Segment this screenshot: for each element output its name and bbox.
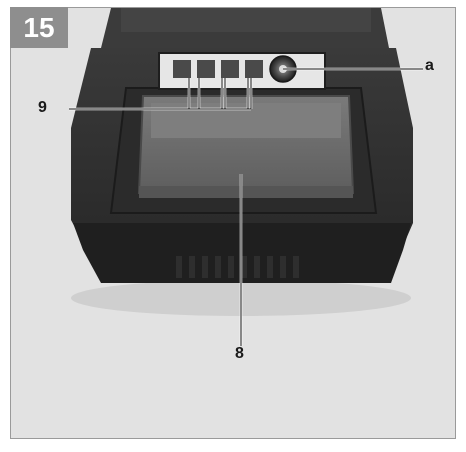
release-button-top-face	[151, 103, 341, 138]
figure-15-panel	[10, 7, 456, 439]
callout-label-8: 8	[235, 345, 244, 362]
charge-led-icon	[173, 60, 191, 78]
callout-lines	[69, 68, 423, 346]
figure-number-badge: 15	[10, 7, 68, 48]
tool-body-ridge	[121, 8, 371, 32]
charge-led-icon	[245, 60, 263, 78]
battery-pack-photo	[69, 8, 423, 346]
grip-ribs	[176, 256, 299, 278]
release-button-lip	[139, 186, 353, 198]
callout-label-9: 9	[38, 99, 47, 116]
charge-led-icon	[197, 60, 215, 78]
charge-led-icon	[221, 60, 239, 78]
callout-label-a: a	[425, 57, 434, 74]
